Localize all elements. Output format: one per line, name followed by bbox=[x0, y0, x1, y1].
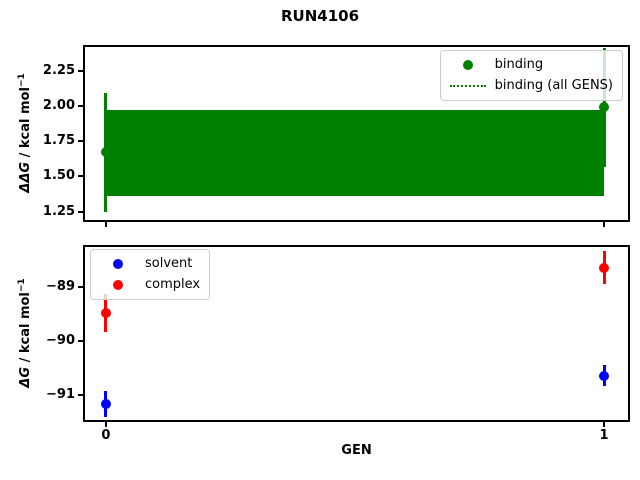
y-tick-mark bbox=[78, 140, 83, 143]
y-tick-mark bbox=[78, 175, 83, 178]
legend-dot-icon bbox=[450, 60, 486, 70]
y-tick-label: −91 bbox=[46, 387, 75, 403]
solvent-data-point bbox=[100, 398, 111, 409]
y-tick-label: −89 bbox=[46, 278, 75, 294]
dot-marker bbox=[462, 60, 473, 70]
y-tick-label: 1.25 bbox=[42, 203, 75, 219]
legend-label: solvent bbox=[145, 256, 193, 271]
y-tick-mark bbox=[78, 394, 83, 397]
legend-item: binding bbox=[450, 57, 613, 73]
x-tick-mark bbox=[104, 222, 107, 227]
y-tick-label: −90 bbox=[46, 332, 75, 348]
all-gens-uncertainty-band bbox=[105, 110, 605, 197]
legend-item: solvent bbox=[100, 256, 200, 272]
y-tick-mark bbox=[78, 210, 83, 213]
x-tick-label: 1 bbox=[599, 428, 609, 443]
binding-data-point bbox=[599, 102, 610, 113]
x-tick-mark bbox=[104, 422, 107, 427]
bottom-y-axis-label: ΔG / kcal mol−1 bbox=[16, 278, 34, 388]
bottom-axes-solvent-complex: solvent complex −89 −90 −91 0 1 bbox=[46, 245, 630, 443]
legend-label: binding bbox=[494, 57, 544, 72]
dotted-line-marker bbox=[449, 85, 486, 87]
complex-data-point bbox=[100, 308, 111, 319]
legend-dot-icon bbox=[100, 259, 136, 269]
y-tick-mark bbox=[78, 339, 83, 342]
y-tick-label: 2.00 bbox=[42, 98, 75, 114]
complex-data-point bbox=[599, 262, 610, 273]
y-tick-label: 1.75 bbox=[42, 133, 75, 149]
top-y-axis-label: ΔΔG / kcal mol−1 bbox=[16, 73, 34, 193]
y-tick-mark bbox=[78, 69, 83, 72]
x-tick-mark bbox=[603, 222, 606, 227]
y-tick-label: 1.50 bbox=[42, 168, 75, 184]
figure-title: RUN4106 bbox=[280, 7, 360, 25]
y-tick-mark bbox=[78, 285, 83, 288]
solvent-complex-legend: solvent complex bbox=[90, 249, 211, 300]
legend-dot-icon bbox=[100, 280, 136, 290]
legend-item: binding (all GENS) bbox=[449, 78, 613, 94]
legend-item: complex bbox=[100, 277, 200, 293]
x-axis-label: GEN bbox=[341, 443, 372, 458]
x-tick-mark bbox=[603, 422, 606, 427]
y-tick-label: 2.25 bbox=[42, 62, 75, 78]
top-axes-binding: binding binding (all GENS) 2.25 2.00 1.75 1.… bbox=[43, 45, 630, 227]
legend-dotted-line-icon bbox=[449, 85, 486, 87]
y-tick-mark bbox=[78, 105, 83, 108]
legend-label: binding (all GENS) bbox=[494, 78, 613, 93]
dot-marker bbox=[113, 280, 123, 290]
x-tick-label: 0 bbox=[101, 428, 111, 443]
binding-data-point bbox=[100, 147, 111, 158]
dot-marker bbox=[113, 259, 123, 269]
solvent-data-point bbox=[599, 370, 610, 381]
binding-legend: binding binding (all GENS) bbox=[439, 50, 623, 101]
legend-label: complex bbox=[145, 277, 201, 292]
